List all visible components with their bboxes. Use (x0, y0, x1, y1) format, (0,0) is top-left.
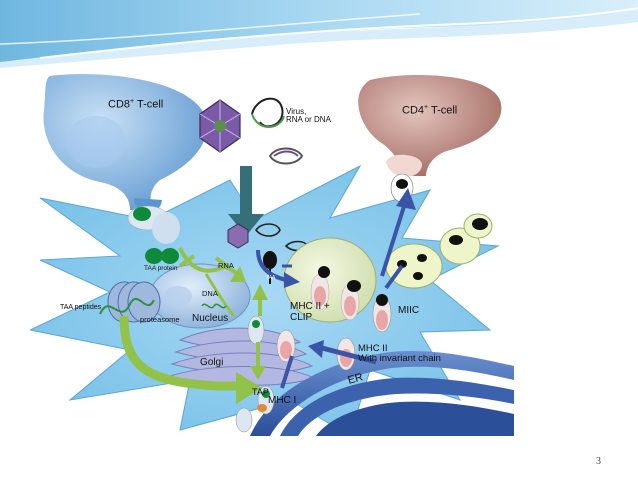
diagram-graphic (30, 70, 514, 436)
virus-icon (199, 99, 241, 153)
proteasome (107, 281, 161, 323)
endoplasmic-reticulum (250, 350, 514, 436)
taa-peptides-label: TAA peptides (60, 304, 102, 311)
virus-label: Virus, RNA or DNA (286, 107, 331, 125)
taa-small-label: TAA (266, 275, 276, 281)
cd8-tcell-label: CD8+ T-cell (108, 98, 164, 111)
taa-protein-label: TAA protein (144, 265, 178, 272)
dna-label: DNA (202, 289, 218, 298)
rna-dna-strand-icon (251, 97, 304, 165)
entry-arrow (228, 166, 264, 236)
mhc1-label: MHC I (268, 395, 297, 406)
golgi-label: Golgi (200, 357, 224, 368)
cd4-tcell-label: CD4+ T-cell (402, 104, 458, 117)
tap-label: TAP (252, 387, 269, 397)
proteasome-label: proteasome (140, 315, 180, 324)
mhc2-invariant-label: MHC II With invariant chain (358, 343, 441, 364)
mhc2-clip-label: MHC II + CLIP (290, 301, 330, 323)
rna-label: RNA (218, 261, 234, 270)
antigen-presentation-diagram: CD8+ T-cell CD4+ T-cell Virus, RNA or DN… (30, 70, 514, 436)
nucleus-label: Nucleus (192, 313, 229, 324)
slide-number: 3 (596, 456, 601, 467)
miic-label: MIIC (398, 305, 420, 316)
header-banner (0, 0, 638, 68)
